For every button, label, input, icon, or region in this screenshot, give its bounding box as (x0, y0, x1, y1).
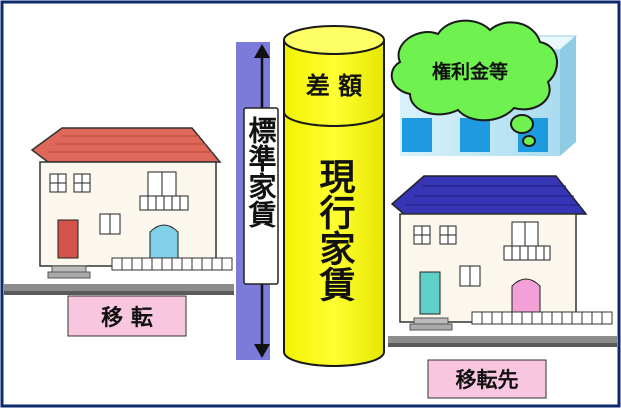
difference-label: 差 額 (306, 72, 362, 100)
standard-rent-label: 標準家賃 (245, 116, 278, 228)
ground (4, 284, 617, 347)
current-rent-cylinder: 差 額 現行家賃 (283, 25, 385, 367)
house-icon-new (390, 175, 613, 331)
house-icon (30, 127, 233, 279)
new-location-label: 移転先 (456, 368, 519, 392)
key-money-label: 権利金等 (432, 60, 508, 83)
current-rent-label: 現行家賃 (314, 158, 357, 302)
standard-rent-bar: 標準家賃 (236, 42, 279, 360)
old-location-label-box: 移 転 (67, 295, 187, 337)
thought-bubble-icon: 権利金等 (390, 19, 558, 147)
new-location-label-box: 移転先 (427, 359, 547, 399)
old-location-label: 移 転 (101, 305, 153, 331)
